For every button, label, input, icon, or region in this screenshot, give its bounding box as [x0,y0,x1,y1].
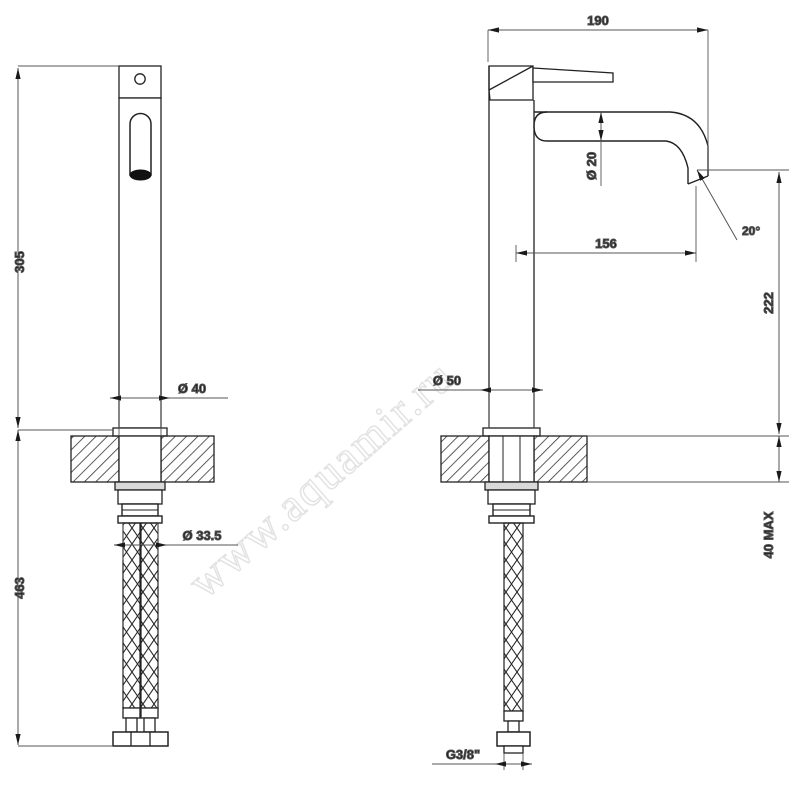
left-flex-hose-right [140,522,159,709]
left-dimensions: 305 463 Ø 40 Ø 33.5 [12,65,238,747]
right-mounting-collar [487,489,536,505]
right-view [440,65,709,754]
right-flex-hose [503,522,524,712]
dim-label-angle20: 20° [742,224,760,238]
right-shank [488,435,535,483]
left-hose-ferrule-left [122,707,141,719]
dim-label-190: 190 [587,13,609,28]
right-base-flange [482,427,541,437]
left-connector-nut [112,731,169,747]
left-shank [118,435,162,483]
left-flex-hose-left [122,522,141,709]
right-dimensions: 190 Ø 20 156 20° 222 40 MAX Ø 50 G3 [418,13,789,770]
right-hose-ferrule [503,710,524,722]
left-lever-hole-icon [134,73,146,85]
left-gasket [114,481,166,491]
right-lever-arm [532,67,614,83]
right-lever-hub [488,65,534,101]
left-view [70,65,215,747]
dim-label-dia335: Ø 33.5 [182,528,221,543]
dim-label-dia40: Ø 40 [178,381,206,396]
dim-label-g38: G3/8" [446,747,480,762]
dim-label-dia20: Ø 20 [584,152,599,180]
right-gasket [484,481,539,491]
left-base-flange [112,427,168,437]
left-hose-ferrule-right [140,707,159,719]
right-thread-tail [503,745,524,754]
left-countertop [70,435,215,483]
dim-label-40max: 40 MAX [761,511,776,558]
dim-label-463: 463 [12,577,27,599]
dim-label-dia50: Ø 50 [433,373,461,388]
right-connector-nut [496,731,531,747]
right-spout-root [533,111,548,142]
right-countertop [440,435,588,483]
dim-label-156: 156 [595,236,617,251]
dim-label-305: 305 [12,251,27,273]
left-nut-base [117,515,163,524]
left-mounting-collar [117,489,163,505]
dim-label-222: 222 [761,292,776,314]
right-spout-bottom [547,140,689,184]
right-lever-chamfer [488,65,534,91]
dim-leader-angle20 [696,169,738,241]
right-nut-base [488,515,535,524]
left-handle-slot-base [129,169,152,181]
left-handle-slot [129,112,152,176]
